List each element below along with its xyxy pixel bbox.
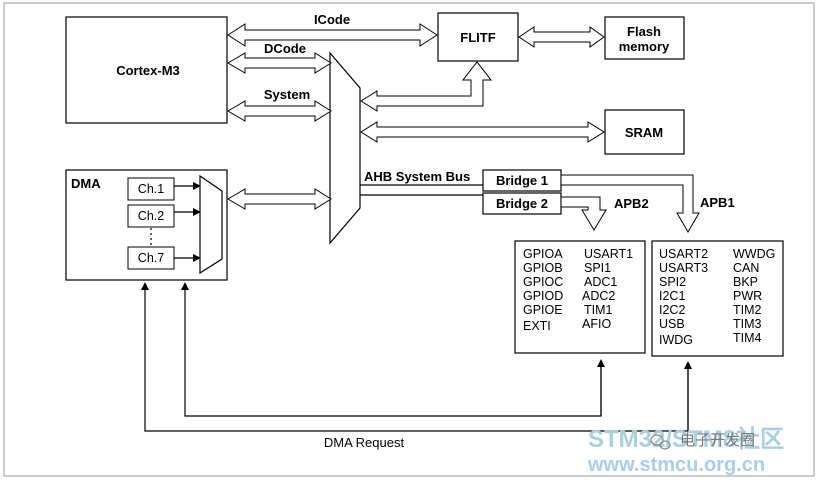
periph-i2c1: I2C1 xyxy=(659,289,685,303)
icode-label: ICode xyxy=(314,12,350,27)
flash-label-line2: memory xyxy=(619,39,670,54)
periph-tim2: TIM2 xyxy=(733,303,762,317)
periph-spi1: SPI1 xyxy=(584,261,611,275)
periph-spi2: SPI2 xyxy=(659,275,686,289)
dma-request-label: DMA Request xyxy=(324,435,405,450)
bridge-1-label: Bridge 1 xyxy=(496,173,548,188)
dma-channel-2 xyxy=(127,204,175,228)
watermark-stm32: STM32/STM8社区 xyxy=(588,425,784,453)
periph-bkp: BKP xyxy=(733,275,758,289)
outer-frame xyxy=(3,2,815,477)
dcode-bus-arrow xyxy=(227,52,332,74)
periph-usart2: USART2 xyxy=(659,247,708,261)
apb1-label: APB1 xyxy=(700,195,735,210)
sram-block xyxy=(604,109,685,155)
dma-channel-1-label: Ch.1 xyxy=(138,182,164,196)
periph-pwr: PWR xyxy=(733,289,762,303)
periph-adc2: ADC2 xyxy=(582,289,615,303)
periph-usb: USB xyxy=(659,317,685,331)
apb2-peripherals-box xyxy=(514,240,646,354)
ahb-label: AHB System Bus xyxy=(364,169,470,184)
apb1-peripherals-list: USART2 USART3 SPI2 I2C1 I2C2 USB IWDG WW… xyxy=(659,247,775,347)
periph-adc1: ADC1 xyxy=(584,275,617,289)
bus-matrix xyxy=(329,51,361,245)
periph-exti: EXTI xyxy=(523,319,551,333)
dma-channel-2-label: Ch.2 xyxy=(138,209,164,223)
system-label: System xyxy=(264,87,310,102)
apb2-bus-arrow xyxy=(560,196,607,231)
periph-usart1: USART1 xyxy=(584,247,633,261)
dcode-label: DCode xyxy=(264,41,306,56)
bridge-2-label: Bridge 2 xyxy=(496,196,548,211)
dma-channel-1 xyxy=(127,177,175,201)
dma-request-line-apb1 xyxy=(141,282,692,432)
periph-wwdg: WWDG xyxy=(733,247,775,261)
periph-gpiod: GPIOD xyxy=(523,289,563,303)
periph-gpioe: GPIOE xyxy=(523,303,563,317)
matrix-sram-arrow xyxy=(360,121,605,143)
flitf-block xyxy=(437,12,519,62)
apb2-peripherals-list: GPIOA GPIOB GPIOC GPIOD GPIOE EXTI USART… xyxy=(523,247,633,333)
dma-label: DMA xyxy=(71,176,101,191)
periph-can: CAN xyxy=(733,261,759,275)
dma-matrix-arrow xyxy=(227,188,332,210)
apb1-peripherals-box xyxy=(651,240,784,357)
system-bus-arrow xyxy=(227,100,332,122)
cortex-m3-block xyxy=(65,16,228,124)
dma-mux xyxy=(199,174,223,275)
flash-label-line1: Flash xyxy=(627,24,661,39)
periph-gpioa: GPIOA xyxy=(523,247,563,261)
periph-i2c2: I2C2 xyxy=(659,303,685,317)
flash-memory-block xyxy=(604,16,685,60)
periph-afio: AFIO xyxy=(582,317,611,331)
periph-iwdg: IWDG xyxy=(659,333,693,347)
watermark-channel: 电子开发圈 xyxy=(680,432,755,449)
flitf-flash-arrow xyxy=(518,26,605,48)
icode-bus-arrow xyxy=(227,23,438,47)
dma-channel-7-label: Ch.7 xyxy=(138,251,164,265)
matrix-flitf-arrow xyxy=(360,61,493,112)
cortex-m3-label: Cortex-M3 xyxy=(116,63,180,78)
periph-usart3: USART3 xyxy=(659,261,708,275)
apb1-bus-arrow xyxy=(560,174,700,233)
periph-tim1: TIM1 xyxy=(584,303,613,317)
periph-gpiob: GPIOB xyxy=(523,261,563,275)
flitf-label: FLITF xyxy=(460,30,495,45)
apb2-label: APB2 xyxy=(614,196,649,211)
periph-tim4: TIM4 xyxy=(733,331,762,345)
dma-request-line-apb2 xyxy=(181,282,605,417)
sram-label: SRAM xyxy=(625,125,663,140)
periph-tim3: TIM3 xyxy=(733,317,762,331)
periph-gpioc: GPIOC xyxy=(523,275,563,289)
wechat-icon xyxy=(650,434,671,450)
watermark-url: www.stmcu.org.cn xyxy=(587,454,765,476)
